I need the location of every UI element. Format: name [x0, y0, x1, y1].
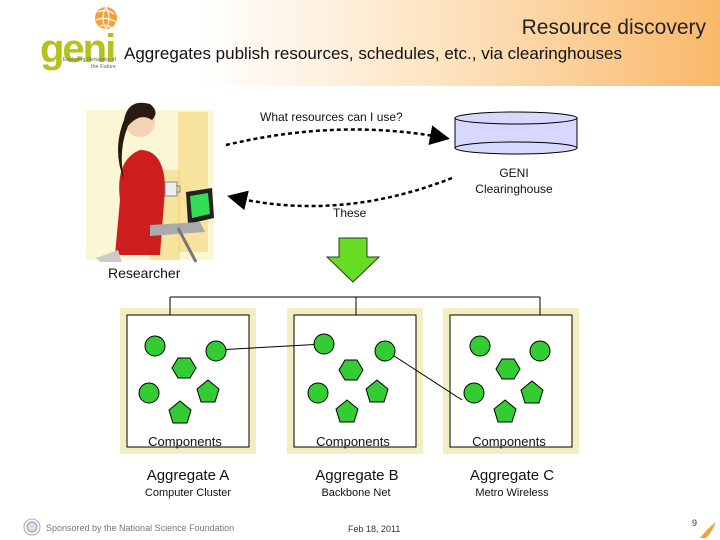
aggregate-a-components — [138, 335, 227, 424]
aggregate-b-type: Backbone Net — [321, 487, 391, 499]
aggregate-c-components — [463, 335, 551, 423]
aggregate-c-box — [443, 308, 579, 454]
aggregate-c-name: Aggregate C — [469, 467, 555, 484]
footer-sponsor: Sponsored by the National Science Founda… — [46, 523, 235, 533]
footer-date: Feb 18, 2011 — [348, 524, 401, 534]
researcher-illustration — [86, 102, 214, 263]
aggregate-b-components-label: Components — [316, 434, 390, 449]
corner-ornament — [700, 522, 716, 538]
publish-connectors — [169, 296, 541, 315]
nsf-seal-icon — [23, 518, 41, 536]
response-arrow — [227, 176, 453, 211]
aggregate-b-box — [287, 308, 423, 454]
clearinghouse-database — [454, 111, 578, 155]
aggregate-a-name: Aggregate A — [146, 467, 230, 484]
link-b-c — [384, 349, 463, 401]
header-band — [0, 0, 720, 86]
query-arrow — [225, 125, 450, 147]
slide-title: Resource discovery — [521, 16, 706, 39]
down-arrow — [325, 237, 381, 283]
aggregate-c-type: Metro Wireless — [475, 487, 549, 499]
slide-subtitle: Aggregates publish resources, schedules,… — [124, 44, 623, 63]
aggregate-b-name: Aggregate B — [315, 467, 399, 484]
page-number: 9 — [692, 518, 698, 528]
logo-tagline: Exploring Networks of the Future — [62, 57, 117, 70]
aggregate-a-components-label: Components — [148, 434, 222, 449]
geni-logo — [95, 6, 117, 30]
aggregate-a-box — [120, 308, 256, 454]
answer-label: These — [333, 206, 367, 220]
researcher-label: Researcher — [108, 265, 181, 281]
logo-text: geni — [40, 27, 116, 71]
query-label: What resources can I use? — [260, 110, 403, 124]
aggregate-b-components — [307, 333, 396, 423]
aggregate-a-type: Computer Cluster — [144, 487, 232, 499]
aggregate-c-components-label: Components — [472, 434, 546, 449]
link-a-b — [215, 343, 325, 351]
clearinghouse-label: GENI Clearinghouse — [475, 166, 553, 196]
